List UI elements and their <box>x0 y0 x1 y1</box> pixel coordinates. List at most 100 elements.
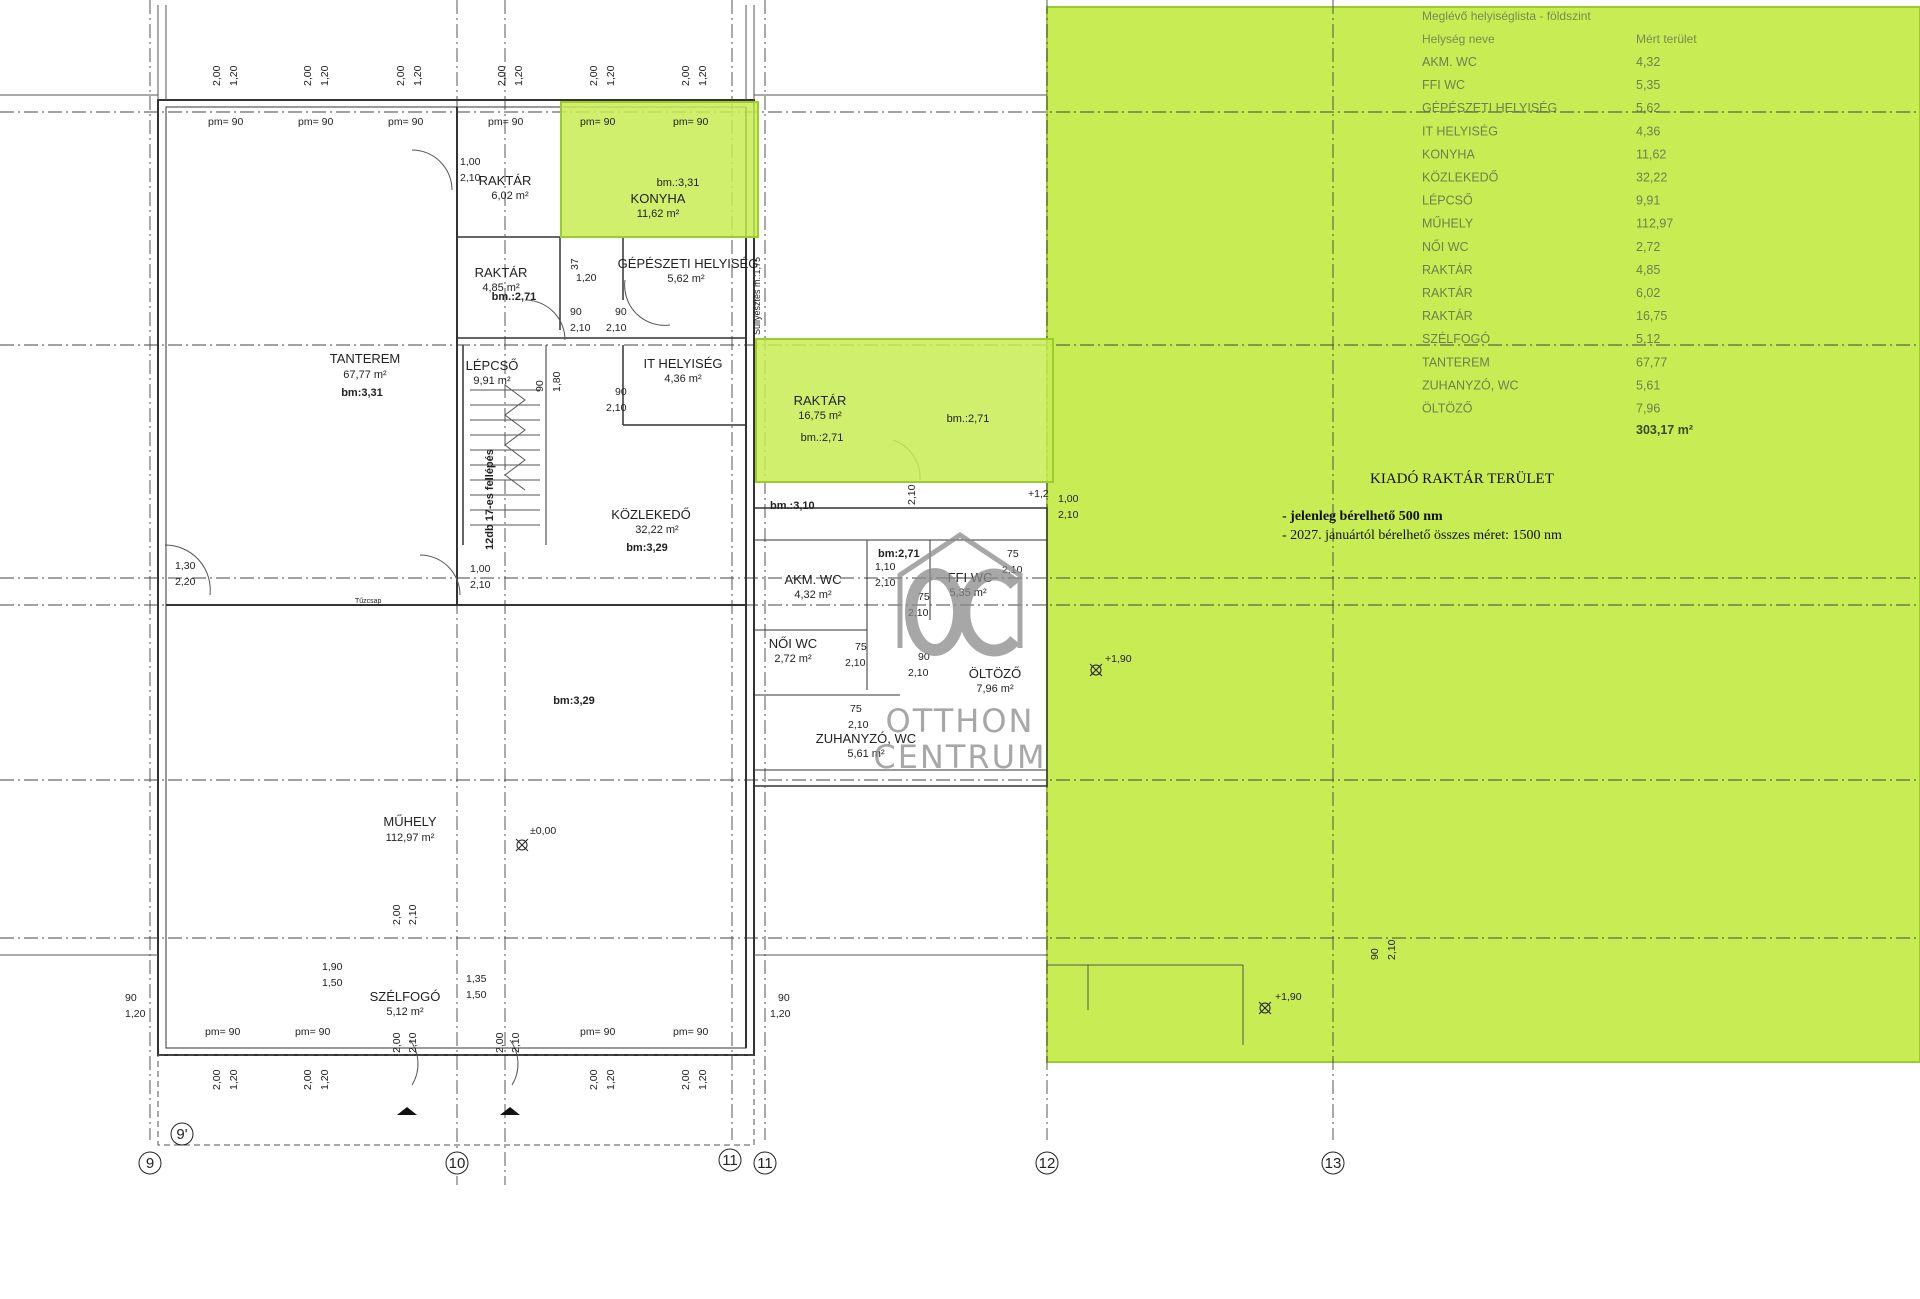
grid-bubble-10 <box>445 1151 469 1175</box>
legend-item-area: 4,85 <box>1636 263 1660 277</box>
room-konyha-bm: bm.:3,31 <box>657 177 700 189</box>
room-tanterem-name: TANTEREM <box>330 351 401 366</box>
svg-text:2,10: 2,10 <box>848 719 869 731</box>
level-000: ±0,00 <box>530 825 556 837</box>
svg-text:2,10: 2,10 <box>875 577 896 589</box>
pm-label-6: pm= 90 <box>673 116 708 128</box>
room-gepeszeti-name: GÉPÉSZETI HELYISÉG <box>618 256 759 271</box>
watermark-line1: OTTHON <box>886 702 1035 740</box>
svg-text:75: 75 <box>850 703 862 715</box>
bm310-label: bm.:3,10 <box>770 500 815 512</box>
svg-text:2,10: 2,10 <box>407 904 419 925</box>
svg-text:2,00: 2,00 <box>494 1032 506 1053</box>
svg-text:1,20: 1,20 <box>319 1069 331 1090</box>
room-zuhanyzo-area: 5,61 m² <box>847 748 885 760</box>
svg-text:2,00: 2,00 <box>391 1032 403 1053</box>
legend-item-area: 5,12 <box>1636 332 1660 346</box>
svg-text:1,20: 1,20 <box>770 1008 791 1020</box>
room-list-legend: Meglévő helyiséglista - földszint Helysé… <box>1422 9 1697 437</box>
grid-label-11a: 11 <box>722 1152 738 1169</box>
room-noi-wc-name: NŐI WC <box>769 636 817 651</box>
dimensions: 2,00 1,20 2,00 1,20 2,00 1,20 2,00 1,20 … <box>125 65 1398 1090</box>
svg-text:90: 90 <box>534 380 546 392</box>
legend-item-name: RAKTÁR <box>1422 285 1473 300</box>
notice-line2: - 2027. januártól bérelhető összes méret… <box>1282 528 1562 543</box>
room-oltozo-area: 7,96 m² <box>976 683 1014 695</box>
legend-item-name: TANTEREM <box>1422 355 1490 369</box>
pm-label-10: pm= 90 <box>673 1026 708 1038</box>
legend-item-name: KÖZLEKEDŐ <box>1422 170 1499 185</box>
grid-label-9: 9 <box>146 1155 154 1172</box>
legend-item-name: FFI WC <box>1422 78 1465 92</box>
legend-item-name: RAKTÁR <box>1422 308 1473 323</box>
legend-item-area: 7,96 <box>1636 402 1660 416</box>
svg-text:1,80: 1,80 <box>551 371 563 392</box>
legend-item-area: 4,32 <box>1636 55 1660 69</box>
room-konyha-area: 11,62 m² <box>637 208 680 220</box>
legend-item-area: 112,97 <box>1636 217 1673 231</box>
svg-text:75: 75 <box>918 591 930 603</box>
svg-text:2,00: 2,00 <box>680 1069 692 1090</box>
raktar-highlight <box>755 338 1054 483</box>
notice-line1: - jelenleg bérelhető 500 nm <box>1282 509 1443 524</box>
room-kozlekedo-bm: bm:3,29 <box>626 542 668 554</box>
room-raktar-b-area: 4,85 m² <box>482 282 520 294</box>
svg-text:2,00: 2,00 <box>588 65 600 86</box>
grid-bubble-9p <box>170 1122 194 1146</box>
otthon-centrum-watermark: OTTHON CENTRUM <box>873 531 1045 776</box>
svg-text:1,20: 1,20 <box>576 272 597 284</box>
konyha-highlight <box>560 101 759 238</box>
level-190-b: +1,90 <box>1275 991 1302 1003</box>
svg-text:90: 90 <box>918 651 930 663</box>
svg-text:2,00: 2,00 <box>302 65 314 86</box>
svg-text:2,10: 2,10 <box>606 402 627 414</box>
svg-text:2,00: 2,00 <box>588 1069 600 1090</box>
svg-text:2,10: 2,10 <box>407 1032 419 1053</box>
svg-text:1,20: 1,20 <box>319 65 331 86</box>
room-lepcso-name: LÉPCSŐ <box>466 358 519 373</box>
svg-text:2,10: 2,10 <box>845 657 866 669</box>
pm-label-5: pm= 90 <box>580 116 615 128</box>
svg-text:2,10: 2,10 <box>1386 939 1398 960</box>
room-zuhanyzo-name: ZUHANYZÓ, WC <box>816 731 916 746</box>
door-swings <box>164 149 921 1086</box>
svg-text:2,10: 2,10 <box>906 484 918 505</box>
grid-label-12: 12 <box>1039 1155 1056 1172</box>
room-raktar-c-area: 16,75 m² <box>798 410 842 422</box>
room-it-area: 4,36 m² <box>664 373 702 385</box>
room-akm-wc-name: AKM. WC <box>784 572 841 587</box>
sullyesztes-label: Süllyesztés m.:1,75 <box>752 257 762 335</box>
room-raktar-c-bm2: bm.:2,71 <box>947 413 990 425</box>
svg-text:1,20: 1,20 <box>228 65 240 86</box>
legend-item-area: 4,36 <box>1636 124 1660 138</box>
legend-item-area: 67,77 <box>1636 355 1667 369</box>
level-190-a: +1,90 <box>1105 653 1132 665</box>
room-gepeszeti-area: 5,62 m² <box>667 273 705 285</box>
grid-label-10: 10 <box>449 1155 466 1172</box>
pm-label-7: pm= 90 <box>205 1026 240 1038</box>
legend-item-name: ZUHANYZÓ, WC <box>1422 377 1519 392</box>
svg-text:1,20: 1,20 <box>412 65 424 86</box>
legend-item-name: SZÉLFOGÓ <box>1422 331 1490 346</box>
pm-label-1: pm= 90 <box>208 116 243 128</box>
svg-text:1,20: 1,20 <box>605 65 617 86</box>
room-muhely-bm: bm:3,29 <box>553 695 595 707</box>
room-muhely-area: 112,97 m² <box>386 832 435 844</box>
svg-text:75: 75 <box>1007 548 1019 560</box>
legend-item-area: 11,62 <box>1636 147 1666 161</box>
room-oltozo-name: ÖLTÖZŐ <box>969 666 1021 681</box>
rental-area-highlight <box>1046 6 1920 1063</box>
svg-text:90: 90 <box>570 306 582 318</box>
legend-item-name: RAKTÁR <box>1422 262 1473 277</box>
legend-item-name: LÉPCSŐ <box>1422 193 1473 208</box>
legend-item-name: KONYHA <box>1422 147 1475 161</box>
level-markers <box>515 663 1272 1015</box>
stair-treads <box>470 384 540 526</box>
svg-text:1,00: 1,00 <box>470 563 491 575</box>
legend-item-area: 16,75 <box>1636 309 1667 323</box>
legend-item-name: MŰHELY <box>1422 216 1474 231</box>
pm-label-9: pm= 90 <box>580 1026 615 1038</box>
room-raktar-c-bm: bm.:2,71 <box>801 432 844 444</box>
room-lepcso-area: 9,91 m² <box>473 375 511 387</box>
stair-steps-label: 12db 17-es fellépés <box>484 449 496 550</box>
